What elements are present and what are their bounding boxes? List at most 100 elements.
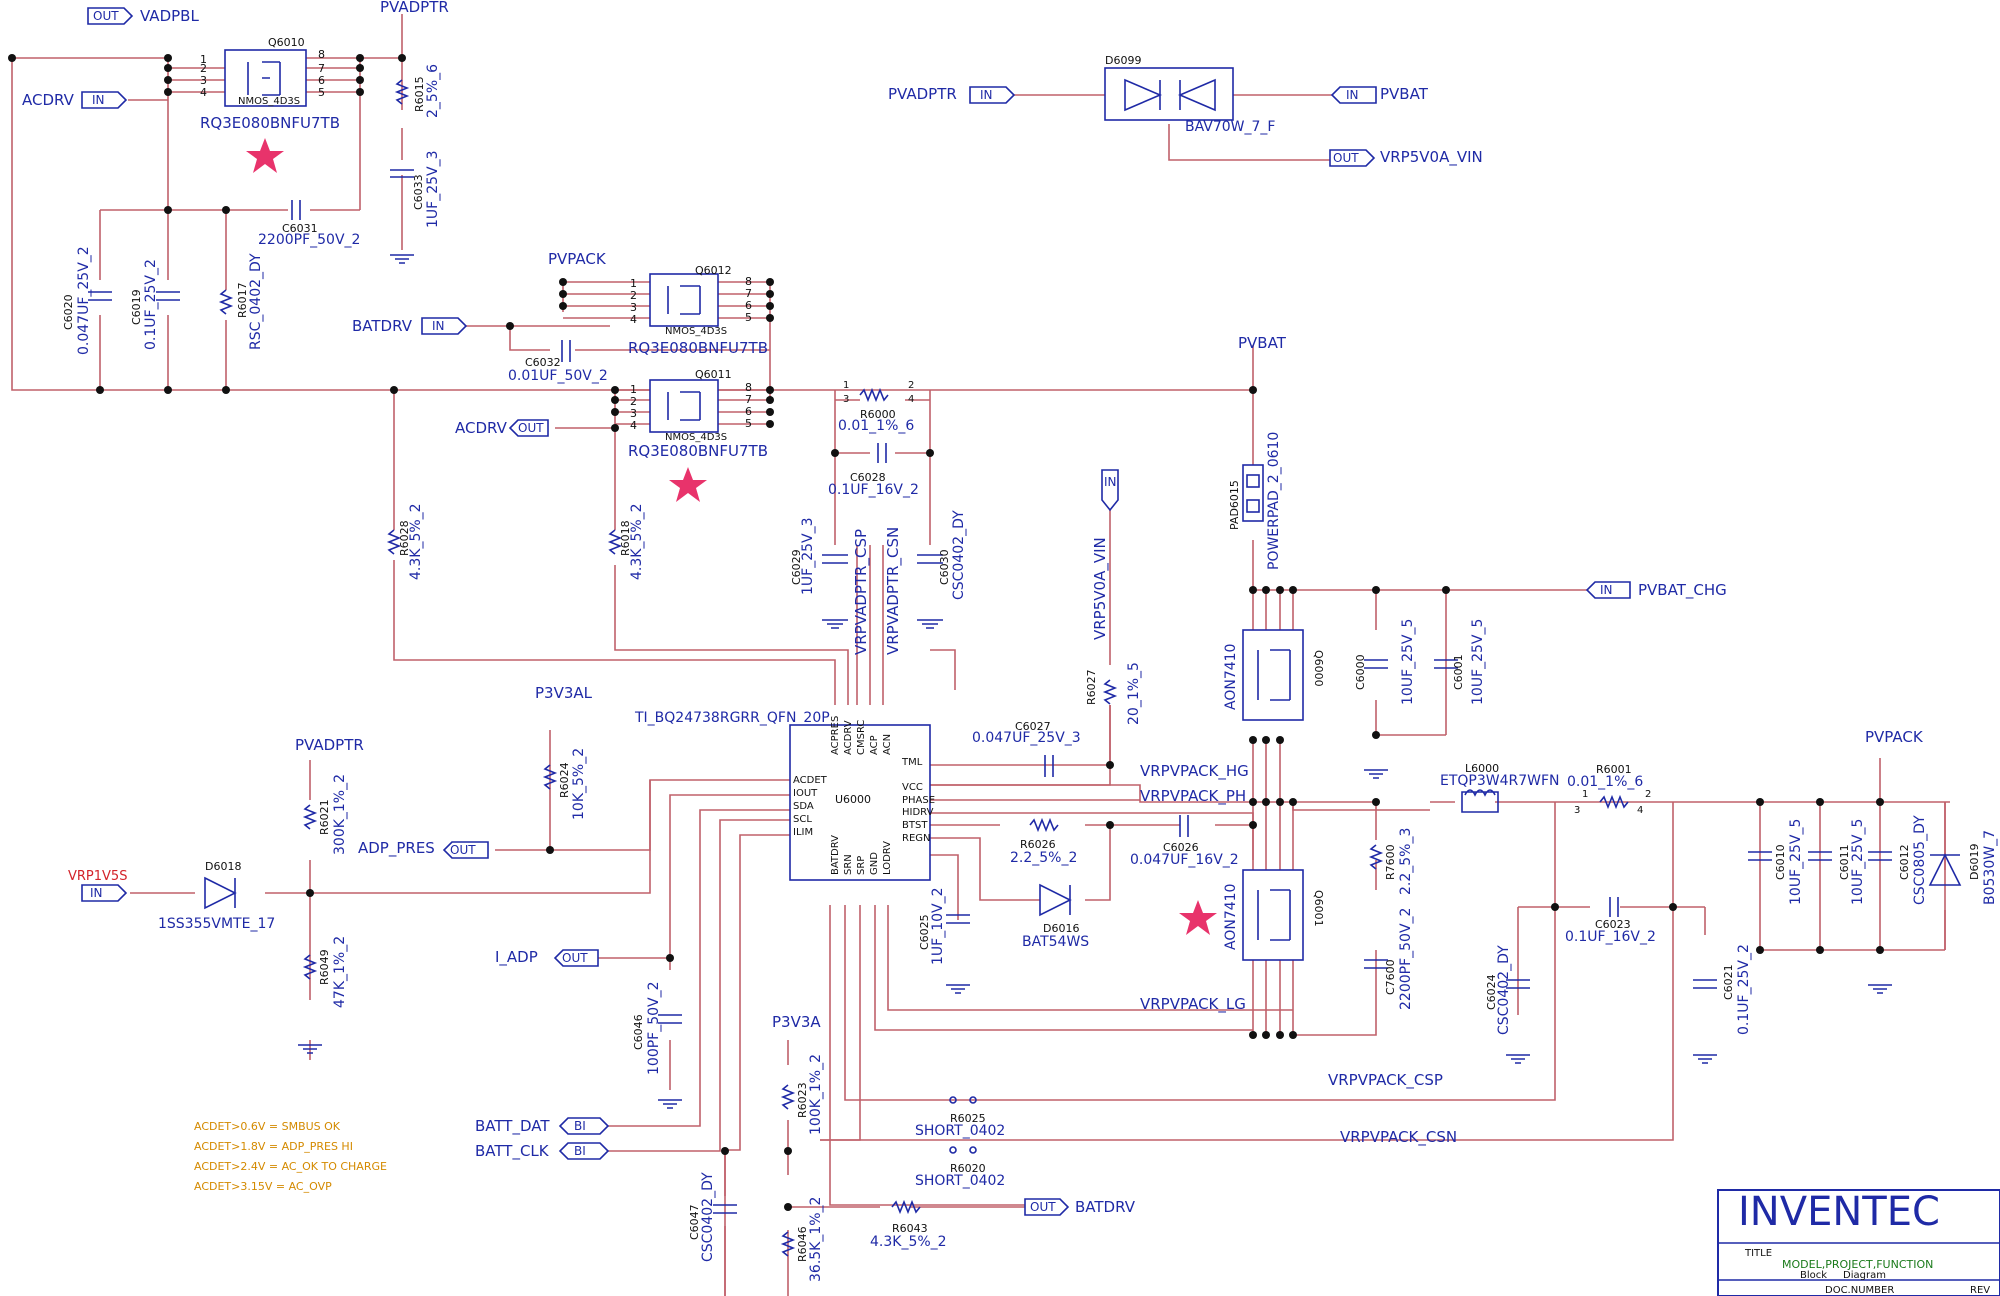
svg-text:1UF_25V_3: 1UF_25V_3 bbox=[800, 517, 816, 595]
svg-text:CSC0402_DY: CSC0402_DY bbox=[1496, 945, 1512, 1035]
r7600: R7600 2.2_5%_3 bbox=[1368, 828, 1414, 895]
svg-text:1UF_25V_3: 1UF_25V_3 bbox=[425, 150, 441, 228]
u6000-pin-lodrv: LODRV bbox=[882, 841, 893, 875]
u6000-pin-acpres: ACPRES bbox=[830, 716, 841, 755]
net-acdrv-left: ACDRV bbox=[22, 91, 75, 109]
d6099: D6099 BAV70W_7_F bbox=[1104, 54, 1275, 135]
net-p3v3a: P3V3A bbox=[772, 1013, 821, 1031]
u6000-pin-iout: IOUT bbox=[793, 788, 818, 799]
svg-text:R6023: R6023 bbox=[796, 1082, 809, 1118]
nmos-q6011: NMOS_4D3S bbox=[665, 432, 727, 443]
net-pvpack-q6012: PVPACK bbox=[548, 250, 607, 268]
svg-text:2: 2 bbox=[630, 289, 637, 302]
u6000-pin-tml: TML bbox=[901, 757, 923, 768]
svg-text:Block: Block bbox=[1800, 1270, 1827, 1281]
svg-text:4: 4 bbox=[200, 86, 207, 99]
r6018: R6018 4.3K_5%_2 bbox=[607, 503, 645, 580]
u6000-pin-srp: SRP bbox=[856, 856, 867, 875]
svg-text:3: 3 bbox=[630, 407, 637, 420]
svg-text:C6031: C6031 bbox=[282, 222, 318, 235]
svg-text:6: 6 bbox=[318, 74, 325, 87]
svg-text:3: 3 bbox=[200, 74, 207, 87]
svg-text:C6046: C6046 bbox=[632, 1014, 645, 1050]
net-p3v3al: P3V3AL bbox=[535, 684, 593, 702]
svg-text:R6049: R6049 bbox=[318, 949, 331, 985]
net-pvadptr-top: PVADPTR bbox=[380, 0, 449, 16]
svg-text:0.047UF_25V_3: 0.047UF_25V_3 bbox=[972, 730, 1081, 746]
tag-vrp5v0a-vin-in: IN bbox=[1104, 475, 1117, 489]
svg-text:1: 1 bbox=[1582, 789, 1588, 800]
net-batt-dat: BATT_DAT bbox=[475, 1117, 550, 1136]
svg-text:2: 2 bbox=[630, 395, 637, 408]
svg-text:C6010: C6010 bbox=[1774, 844, 1787, 880]
d6019: D6019 B0530W_7 bbox=[1928, 830, 1998, 905]
c6011: C6011 10UF_25V_5 bbox=[1808, 819, 1866, 905]
svg-text:POWERPAD_2_0610: POWERPAD_2_0610 bbox=[1266, 432, 1282, 570]
svg-text:0.047UF_16V_2: 0.047UF_16V_2 bbox=[1130, 852, 1239, 868]
svg-text:C6025: C6025 bbox=[918, 914, 931, 950]
svg-text:D6016: D6016 bbox=[1043, 922, 1079, 935]
svg-text:7: 7 bbox=[318, 62, 325, 75]
net-vadpbl: VADPBL bbox=[140, 7, 199, 25]
tag-adp-pres-out: OUT bbox=[450, 843, 476, 857]
svg-text:PAD6015: PAD6015 bbox=[1228, 480, 1241, 530]
net-pvpack-right: PVPACK bbox=[1865, 728, 1924, 746]
svg-text:2.2_5%_3: 2.2_5%_3 bbox=[1398, 828, 1414, 895]
q6000: Q6000 AON7410 bbox=[1223, 629, 1325, 721]
c6033: C6033 1UF_25V_3 bbox=[390, 150, 441, 264]
u6000-pin-acn: ACN bbox=[882, 734, 893, 755]
net-batdrv-in: BATDRV bbox=[352, 317, 413, 335]
svg-text:10UF_25V_5: 10UF_25V_5 bbox=[1470, 619, 1486, 705]
net-acdrv-out: ACDRV bbox=[455, 419, 508, 437]
val-u6000: TI_BQ24738RGRR_QFN_20P bbox=[634, 710, 830, 726]
r6028: R6028 4.3K_5%_2 bbox=[386, 503, 424, 580]
val-q6011: RQ3E080BNFU7TB bbox=[628, 442, 768, 460]
svg-text:1SS355VMTE_17: 1SS355VMTE_17 bbox=[158, 916, 275, 932]
svg-text:C6033: C6033 bbox=[412, 174, 425, 210]
net-pvadptr-d6099: PVADPTR bbox=[888, 85, 957, 103]
svg-text:100PF_50V_2: 100PF_50V_2 bbox=[646, 981, 662, 1075]
net-pvbat-chg: PVBAT_CHG bbox=[1638, 581, 1727, 600]
title-value: MODEL,PROJECT,FUNCTION bbox=[1782, 1258, 1933, 1271]
svg-text:C6021: C6021 bbox=[1722, 964, 1735, 1000]
net-vrp5v0a-vin: VRP5V0A_VIN bbox=[1380, 148, 1483, 167]
tag-vadpbl: OUT bbox=[93, 9, 119, 23]
c6012: C6012 CSC0805_DY bbox=[1868, 815, 1928, 994]
l6000: L6000 ETQP3W4R7WFN bbox=[1440, 762, 1560, 813]
svg-text:0.1UF_25V_2: 0.1UF_25V_2 bbox=[1736, 944, 1752, 1035]
nmos-q6010: NMOS_4D3S bbox=[238, 96, 300, 107]
svg-text:1: 1 bbox=[630, 383, 637, 396]
ref-q6011: Q6011 bbox=[695, 368, 732, 381]
svg-text:R6021: R6021 bbox=[318, 799, 331, 835]
c6021: C6021 0.1UF_25V_2 bbox=[1693, 944, 1752, 1064]
tag-acdrv-in: IN bbox=[92, 93, 105, 107]
svg-text:5: 5 bbox=[318, 86, 325, 99]
svg-text:10UF_25V_5: 10UF_25V_5 bbox=[1788, 819, 1804, 905]
svg-text:C6020: C6020 bbox=[62, 294, 75, 330]
u6000-pin-ilim: ILIM bbox=[793, 827, 813, 838]
net-batdrv-out: BATDRV bbox=[1075, 1198, 1136, 1216]
svg-text:1UF_10V_2: 1UF_10V_2 bbox=[930, 887, 946, 965]
c6000: C6000 10UF_25V_5 bbox=[1354, 619, 1416, 779]
tag-acdrv-out: OUT bbox=[518, 421, 544, 435]
svg-text:0.047UF_25V_2: 0.047UF_25V_2 bbox=[76, 246, 92, 355]
u6000-pin-acp: ACP bbox=[869, 735, 880, 755]
svg-text:3: 3 bbox=[630, 301, 637, 314]
c6023: C6023 0.1UF_16V_2 bbox=[1565, 897, 1656, 945]
net-adp-pres: ADP_PRES bbox=[358, 839, 435, 858]
svg-text:AON7410: AON7410 bbox=[1223, 884, 1239, 950]
net-vrp5v0a-vin-vert: VRP5V0A_VIN bbox=[1091, 537, 1110, 640]
svg-text:R6026: R6026 bbox=[1020, 838, 1056, 851]
svg-text:C6012: C6012 bbox=[1898, 844, 1911, 880]
tag-batt-clk-bi: BI bbox=[574, 1144, 586, 1158]
svg-text:C6047: C6047 bbox=[688, 1204, 701, 1240]
r6027: R6027 20_1%_5 bbox=[1085, 662, 1142, 725]
svg-text:2: 2 bbox=[1645, 789, 1651, 800]
u6000-pin-sda: SDA bbox=[793, 801, 814, 812]
svg-text:0.01_1%_6: 0.01_1%_6 bbox=[1567, 774, 1643, 790]
svg-text:47K_1%_2: 47K_1%_2 bbox=[332, 936, 348, 1008]
net-labels: VADPBL PVADPTR ACDRV PVADPTR PVBAT VRP5V… bbox=[22, 0, 1924, 1216]
